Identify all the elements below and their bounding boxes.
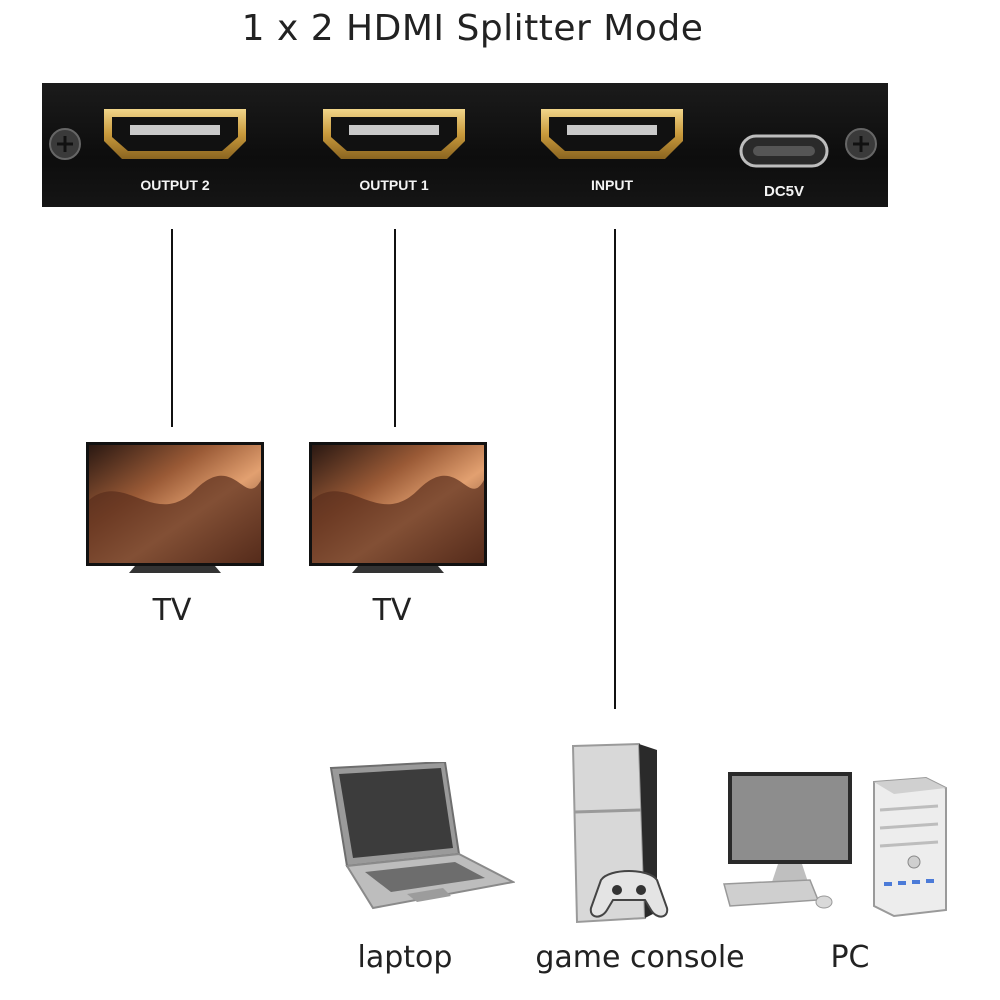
hdmi-port-output-2	[104, 109, 246, 159]
usb-c-port	[739, 134, 829, 168]
laptop-icon	[329, 762, 515, 910]
hdmi-port-output-1	[323, 109, 465, 159]
power-label: DC5V	[763, 183, 804, 200]
connection-line-input	[614, 229, 616, 709]
tv-icon	[309, 442, 487, 573]
splitter-panel: OUTPUT 2 OUTPUT 1 INPUT DC5V	[42, 83, 888, 207]
pc-icon	[723, 772, 947, 918]
hdmi-port-input	[541, 109, 683, 159]
screw-icon	[845, 128, 877, 160]
tv-label: TV	[152, 593, 192, 628]
screw-icon	[49, 128, 81, 160]
source-label-pc: PC	[830, 940, 870, 975]
connection-line-output-1	[394, 229, 396, 427]
tv-label: TV	[372, 593, 412, 628]
connection-line-output-2	[171, 229, 173, 427]
port-label-output-1: OUTPUT 1	[359, 177, 429, 193]
diagram-title: 1 x 2 HDMI Splitter Mode	[241, 8, 704, 49]
source-label-game-console: game console	[535, 940, 745, 975]
port-label-output-2: OUTPUT 2	[140, 177, 210, 193]
source-label-laptop: laptop	[357, 940, 453, 975]
port-label-input: INPUT	[591, 177, 633, 193]
tv-icon	[86, 442, 264, 573]
game-console-icon	[571, 742, 669, 924]
